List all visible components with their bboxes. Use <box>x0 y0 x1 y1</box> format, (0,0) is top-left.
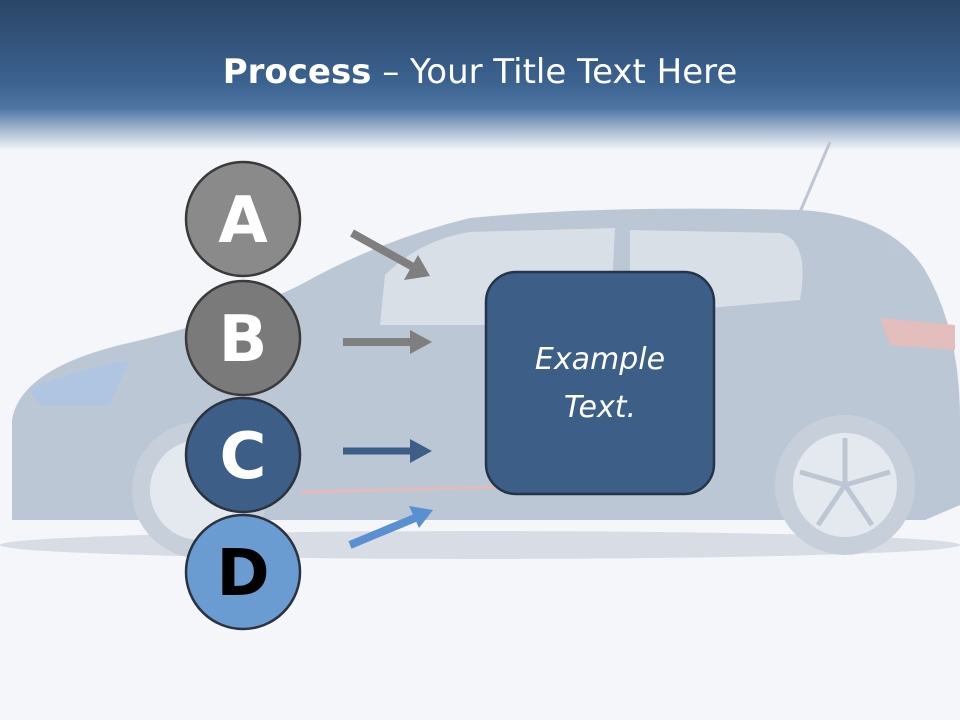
step-circle-a: A <box>184 160 302 278</box>
title-bold: Process <box>222 52 372 92</box>
arrow-c <box>343 439 432 463</box>
arrow-d <box>348 506 433 549</box>
result-box-text: Example Text. <box>486 336 714 432</box>
step-label-b: B <box>219 303 268 377</box>
step-label-d: D <box>216 537 269 611</box>
arrow-a <box>350 229 430 280</box>
step-label-a: A <box>218 184 268 258</box>
result-box <box>484 270 716 496</box>
step-circle-d: D <box>184 513 302 631</box>
slide-title: Process – Your Title Text Here <box>0 52 960 92</box>
step-circle-b: B <box>184 279 302 397</box>
step-label-c: C <box>220 420 267 494</box>
title-rest: – Your Title Text Here <box>371 52 738 92</box>
result-line-1: Example <box>534 342 666 377</box>
result-line-2: Text. <box>563 390 637 425</box>
car-image <box>0 141 960 559</box>
step-circle-c: C <box>184 396 302 514</box>
arrow-b <box>343 330 432 354</box>
title-banner <box>0 0 960 150</box>
